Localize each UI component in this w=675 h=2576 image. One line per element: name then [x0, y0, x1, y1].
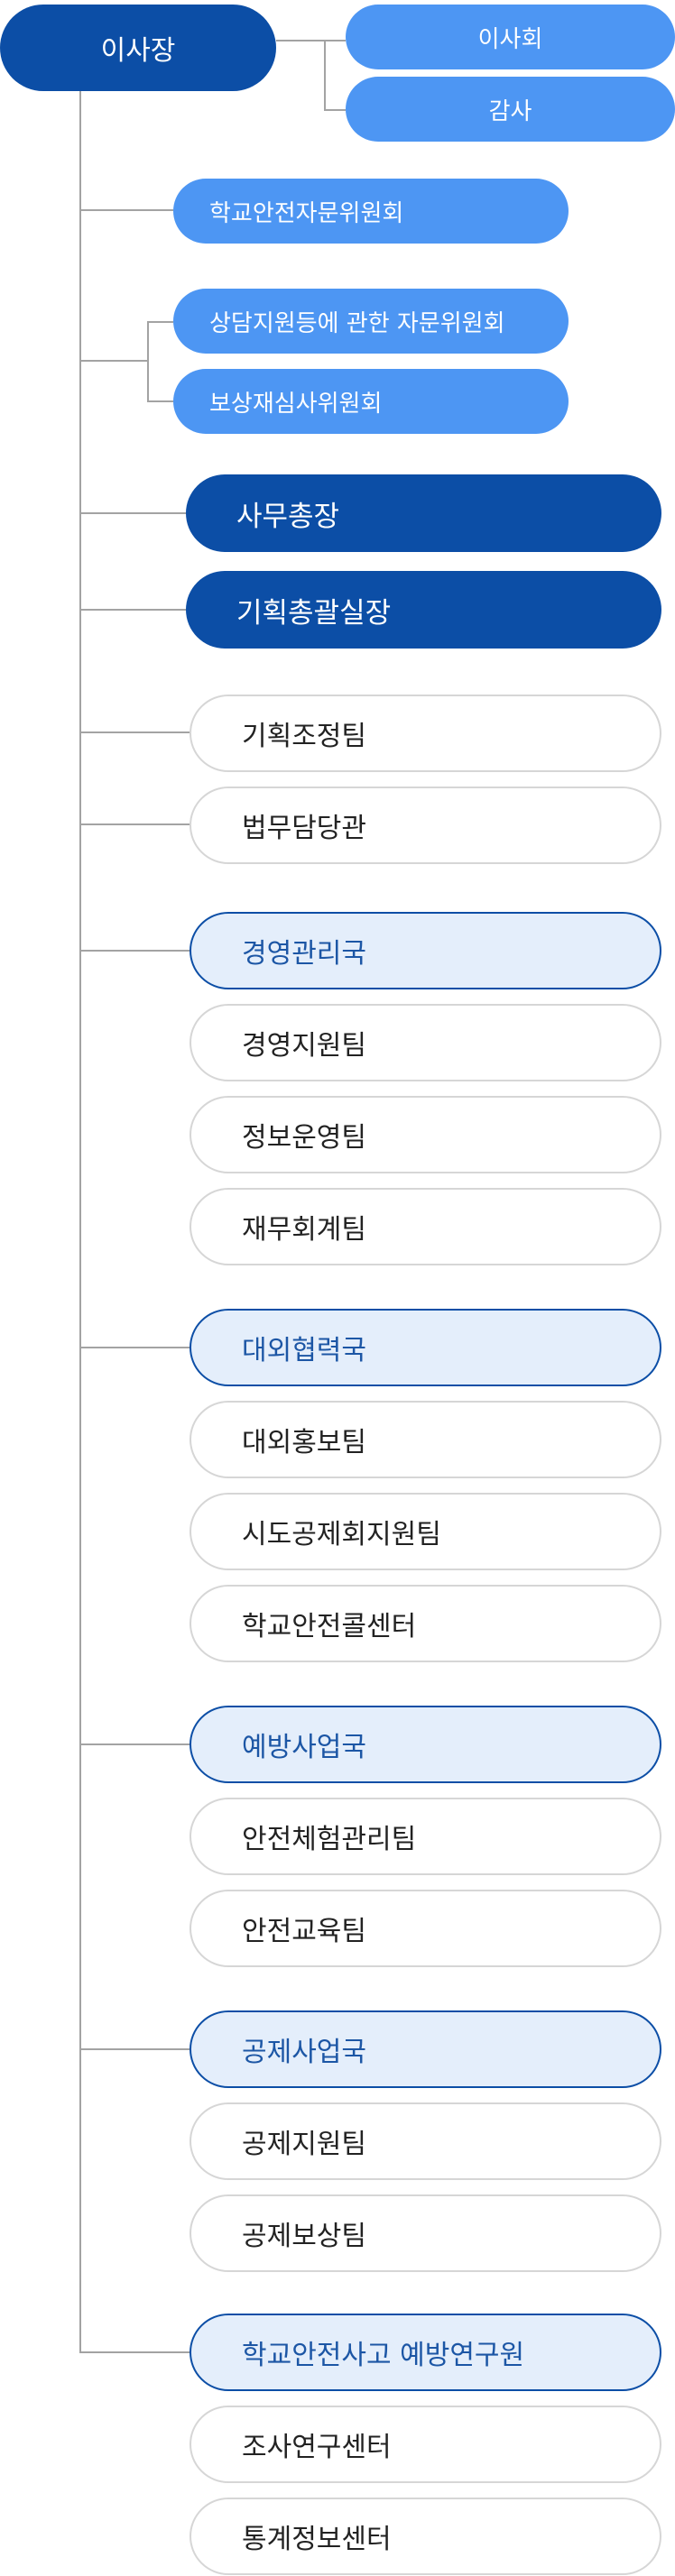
staff-node-legal-affairs[interactable]: 법무담당관	[190, 787, 661, 864]
team-node[interactable]: 안전체험관리팀	[190, 1798, 661, 1875]
exec-node-label: 기획총괄실장	[236, 596, 392, 630]
bureau-node-external-cooperation[interactable]: 대외협력국	[190, 1309, 661, 1386]
team-node[interactable]: 시도공제회지원팀	[190, 1493, 661, 1570]
bureau-node-label: 학교안전사고 예방연구원	[242, 2340, 525, 2371]
chairman-board-connector	[276, 40, 325, 41]
team-node[interactable]: 공제보상팀	[190, 2194, 661, 2272]
staff-node-label: 기획조정팀	[242, 721, 366, 752]
board-node-label: 감사	[488, 97, 532, 125]
bureau-4-connector	[79, 2048, 190, 2050]
board-node-label: 이사회	[477, 25, 543, 53]
team-node-label: 재무회계팀	[242, 1214, 366, 1246]
team-node-label: 경영지원팀	[242, 1030, 366, 1062]
staff-1-connector	[79, 731, 190, 733]
bureau-node-label: 예방사업국	[242, 1732, 366, 1763]
team-node-label: 통계정보센터	[242, 2524, 392, 2555]
exec-node-label: 사무총장	[236, 500, 340, 533]
team-node[interactable]: 통계정보센터	[190, 2498, 661, 2575]
staff-2-connector	[79, 823, 190, 825]
bureau-node-prevention[interactable]: 예방사업국	[190, 1706, 661, 1783]
team-node-label: 공제지원팀	[242, 2129, 366, 2160]
team-node-label: 대외홍보팀	[242, 1427, 366, 1458]
staff-node-planning-coordination[interactable]: 기획조정팀	[190, 695, 661, 772]
board-bracket-top	[324, 40, 346, 41]
committee-node-counseling-advisory[interactable]: 상담지원등에 관한 자문위원회	[173, 289, 569, 354]
committee-node-compensation-review[interactable]: 보상재심사위원회	[173, 369, 569, 434]
committee-1-connector	[79, 209, 173, 211]
staff-node-label: 법무담당관	[242, 813, 366, 844]
committee-group-connector	[79, 360, 148, 362]
committee-node-label: 보상재심사위원회	[209, 390, 383, 418]
exec-2-connector	[79, 609, 186, 611]
team-node[interactable]: 대외홍보팀	[190, 1401, 661, 1478]
team-node-label: 시도공제회지원팀	[242, 1519, 441, 1550]
main-trunk-line	[79, 90, 81, 2352]
team-node-label: 공제보상팀	[242, 2221, 366, 2252]
board-node-auditor[interactable]: 감사	[346, 77, 675, 142]
bureau-node-label: 공제사업국	[242, 2037, 366, 2068]
bureau-node-label: 대외협력국	[242, 1335, 366, 1366]
committee-bracket-top	[147, 321, 173, 323]
team-node[interactable]: 정보운영팀	[190, 1096, 661, 1173]
team-node[interactable]: 공제지원팀	[190, 2102, 661, 2180]
team-node-label: 정보운영팀	[242, 1122, 366, 1154]
bureau-1-connector	[79, 950, 190, 952]
team-node-label: 학교안전콜센터	[242, 1611, 417, 1642]
bureau-node-label: 경영관리국	[242, 938, 366, 970]
bureau-node-management[interactable]: 경영관리국	[190, 912, 661, 989]
chairman-node[interactable]: 이사장	[0, 5, 276, 91]
committee-node-school-safety-advisory[interactable]: 학교안전자문위원회	[173, 179, 569, 244]
team-node[interactable]: 안전교육팀	[190, 1890, 661, 1967]
board-node-board-of-directors[interactable]: 이사회	[346, 5, 675, 69]
bureau-node-research-institute[interactable]: 학교안전사고 예방연구원	[190, 2314, 661, 2391]
committee-bracket-bottom	[147, 400, 173, 402]
team-node[interactable]: 학교안전콜센터	[190, 1585, 661, 1662]
bureau-2-connector	[79, 1347, 190, 1348]
exec-node-planning-director[interactable]: 기획총괄실장	[186, 571, 661, 649]
bureau-5-connector	[79, 2351, 190, 2353]
board-bracket-bottom	[324, 109, 346, 111]
committee-node-label: 학교안전자문위원회	[209, 199, 404, 227]
team-node-label: 안전체험관리팀	[242, 1824, 417, 1855]
team-node[interactable]: 재무회계팀	[190, 1188, 661, 1265]
exec-1-connector	[79, 512, 186, 514]
committee-node-label: 상담지원등에 관한 자문위원회	[209, 309, 505, 337]
team-node-label: 안전교육팀	[242, 1916, 366, 1947]
committee-bracket-vertical	[147, 321, 149, 401]
bureau-node-mutual-aid[interactable]: 공제사업국	[190, 2010, 661, 2088]
board-bracket-vertical	[324, 40, 326, 111]
team-node-label: 조사연구센터	[242, 2432, 392, 2463]
exec-node-secretary-general[interactable]: 사무총장	[186, 474, 661, 552]
chairman-label: 이사장	[100, 35, 176, 67]
bureau-3-connector	[79, 1743, 190, 1745]
team-node[interactable]: 경영지원팀	[190, 1004, 661, 1081]
team-node[interactable]: 조사연구센터	[190, 2406, 661, 2483]
